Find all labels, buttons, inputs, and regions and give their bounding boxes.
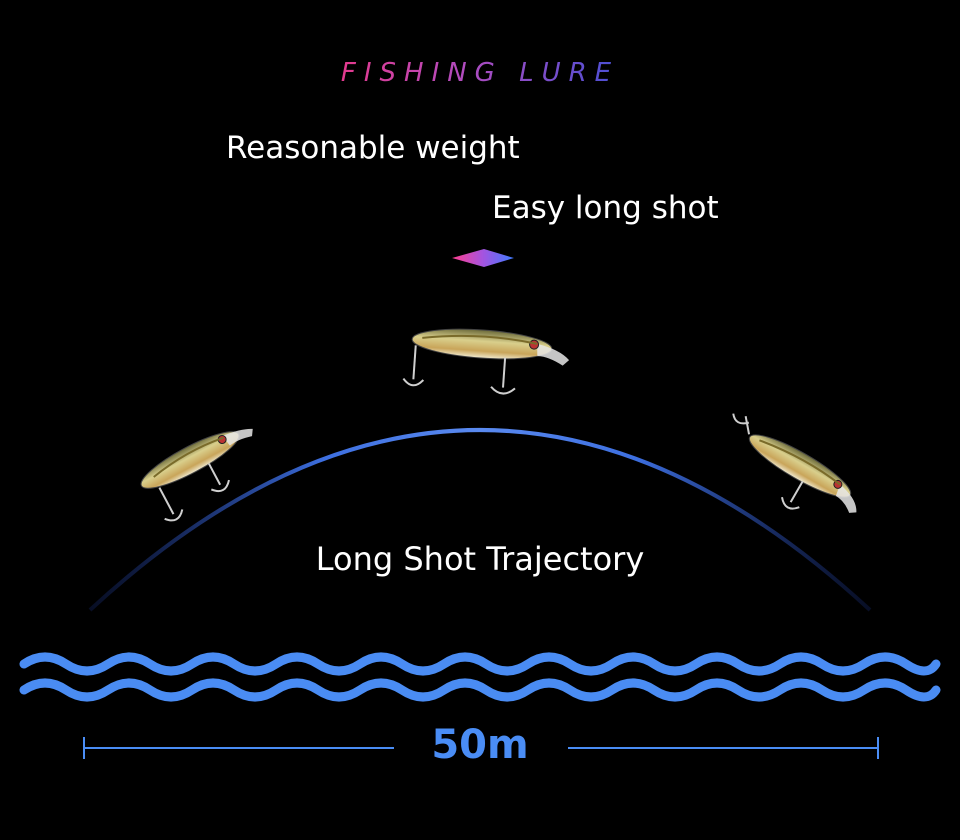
wave-line-top	[19, 652, 941, 676]
distance-label: 50m	[431, 722, 529, 768]
feature-weight-text: Reasonable weight	[226, 130, 520, 166]
feature-long-shot-text: Easy long shot	[492, 190, 719, 226]
lure-middle-icon	[402, 328, 570, 395]
distance-measure	[83, 737, 879, 759]
water-waves	[19, 652, 941, 702]
trajectory-label: Long Shot Trajectory	[315, 540, 645, 578]
page-title-text: FISHING LURE	[340, 58, 620, 88]
lure-left-icon	[140, 428, 253, 522]
lure-right-icon	[732, 413, 857, 513]
wave-line-bottom	[19, 678, 941, 702]
diamond-gradient-icon	[452, 249, 514, 267]
trajectory-arc	[88, 428, 872, 612]
page-title: FISHING LURE	[0, 58, 960, 88]
